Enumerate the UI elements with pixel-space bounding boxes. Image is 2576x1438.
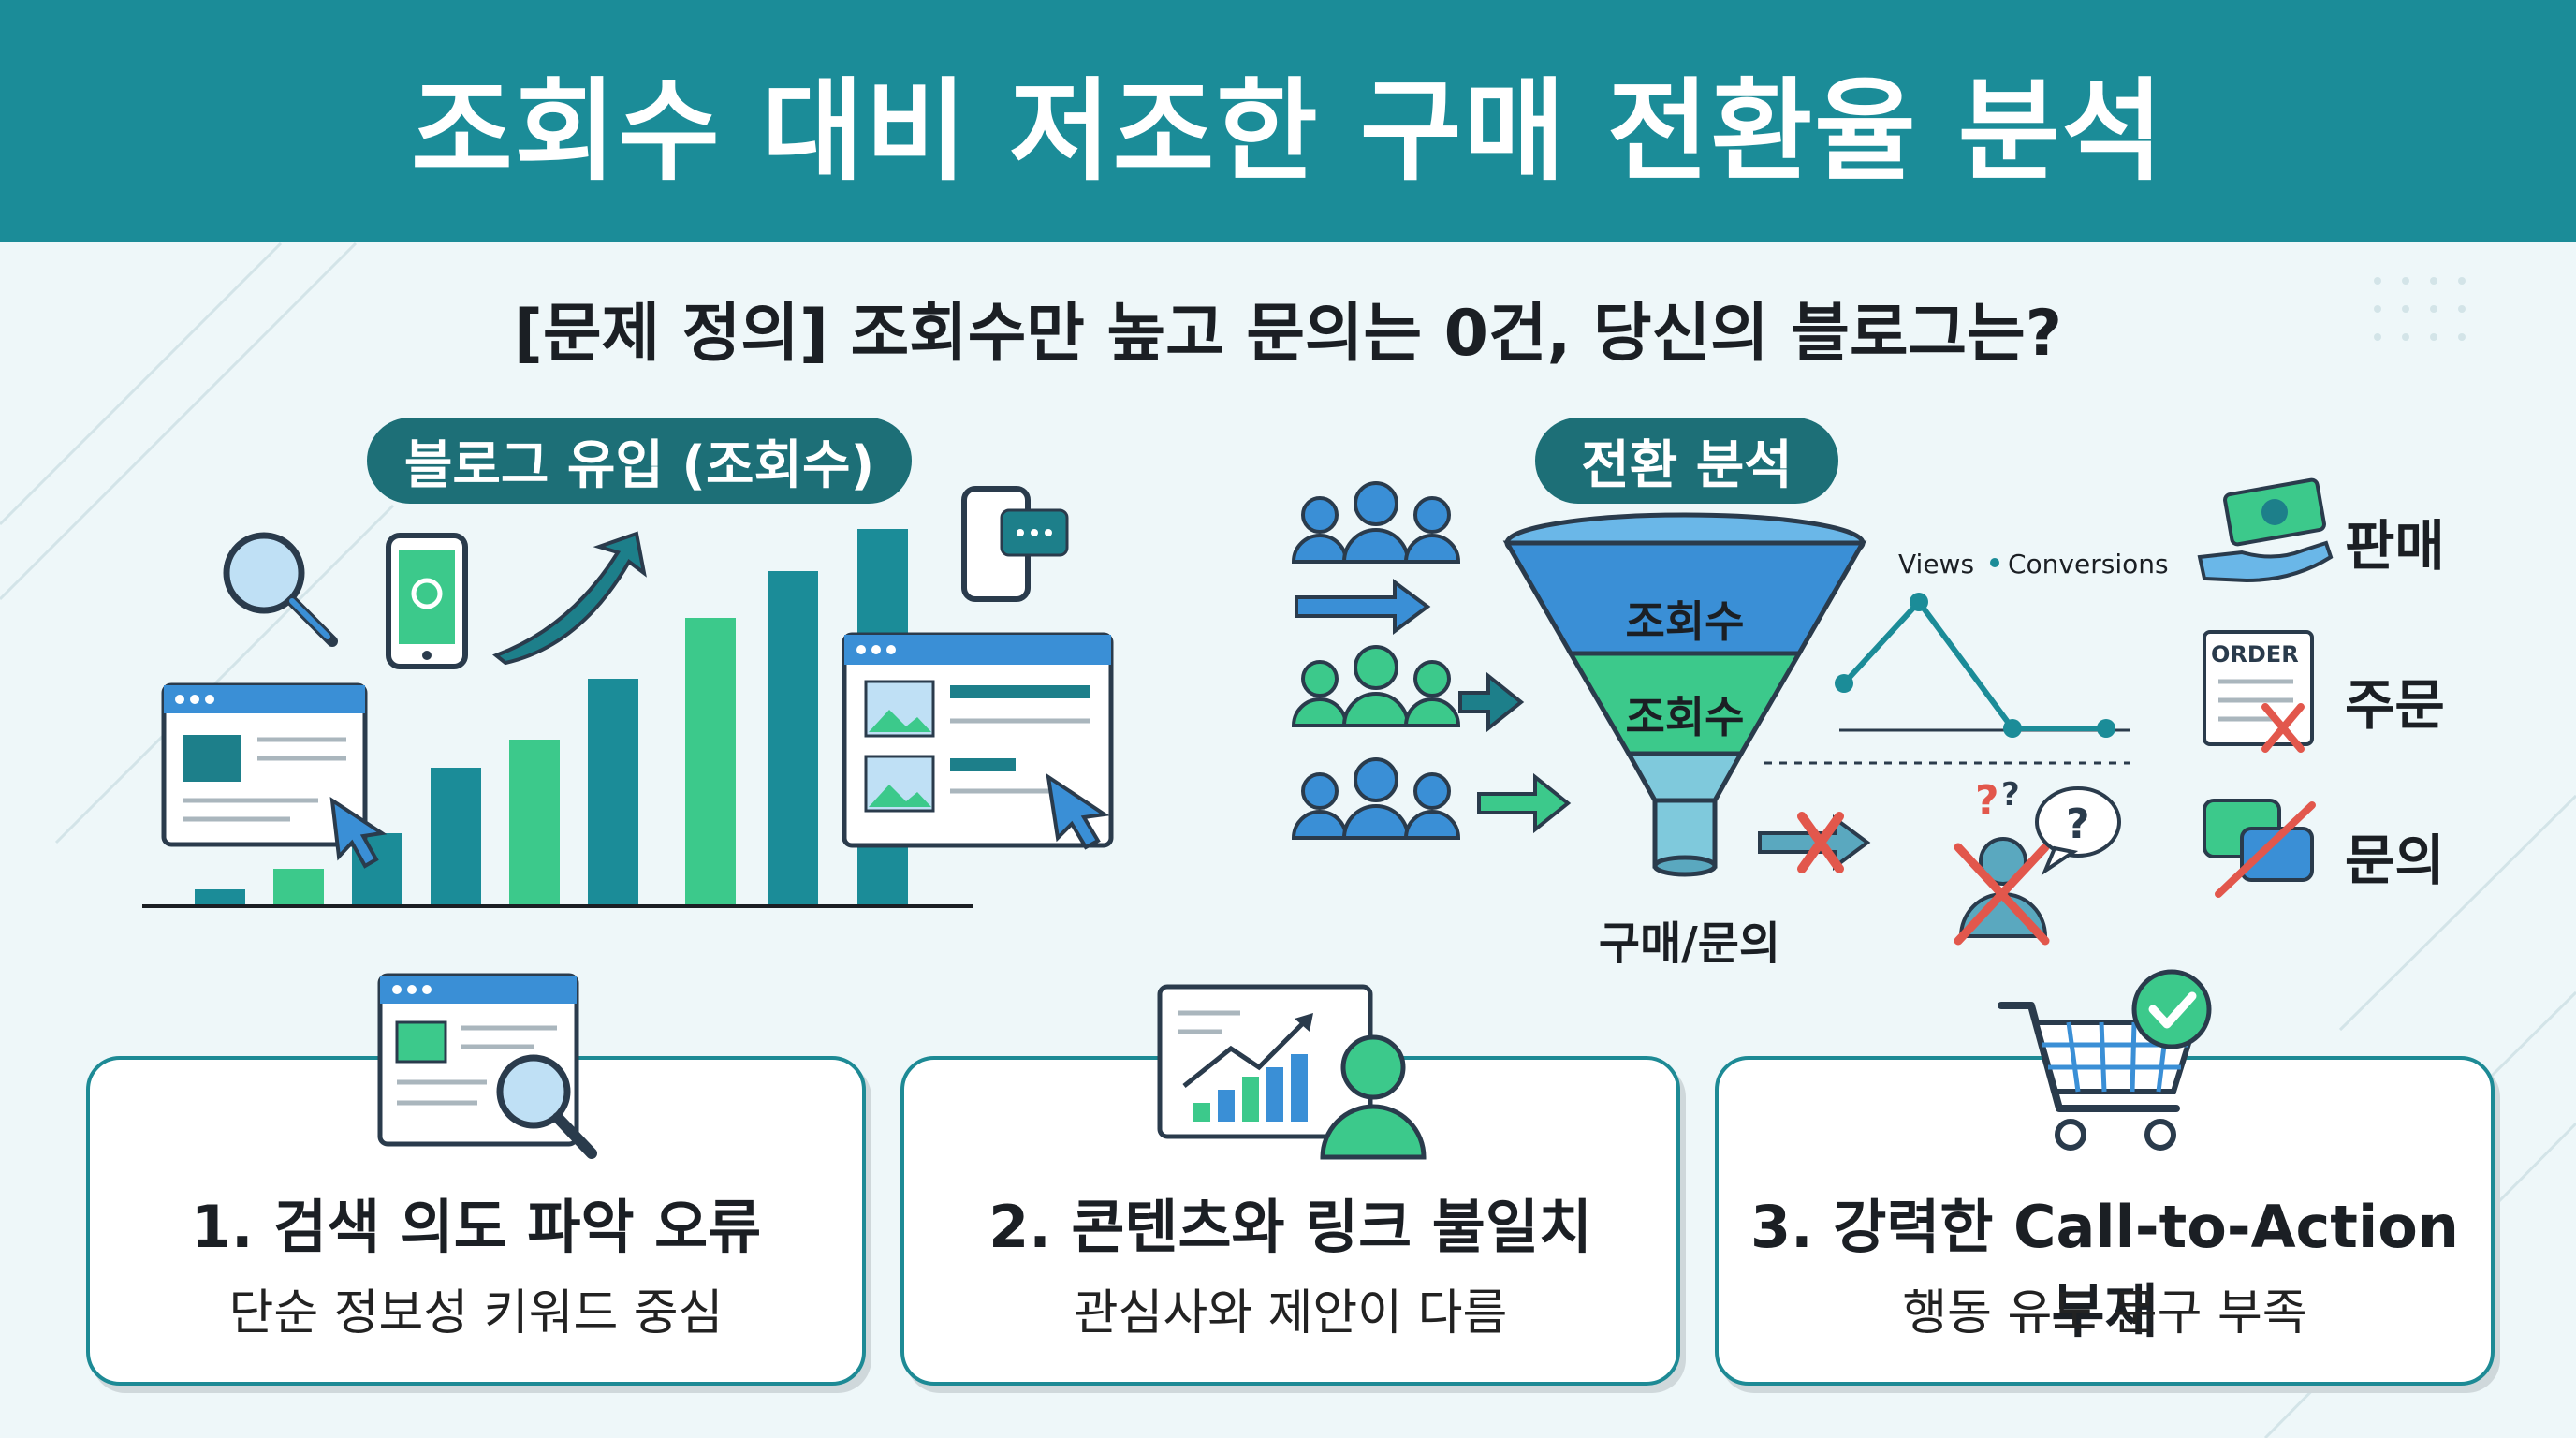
browser-window-icon (161, 682, 368, 847)
search-intent-icon (377, 973, 597, 1159)
traffic-illustration (142, 486, 1114, 908)
people-group-icon (1291, 645, 1461, 727)
funnel-icon (1502, 512, 1867, 877)
arrow-icon (1295, 579, 1431, 635)
header-bar (0, 0, 2576, 242)
phone-search-icon (386, 533, 468, 669)
page-title: 조회수 대비 저조한 구매 전환율 분석 (411, 66, 2165, 196)
cursor-icon (329, 796, 388, 869)
card-title: 2. 콘텐츠와 링크 불일치 (988, 1193, 1592, 1261)
legend-conversions: Conversions (2008, 549, 2169, 580)
analytics-person-icon (1157, 984, 1427, 1160)
card-title: 1. 검색 의도 파악 오류 (190, 1193, 762, 1261)
funnel-top-label: 조회수 (1625, 596, 1745, 647)
mini-line-chart (1764, 558, 2130, 765)
magnifier-icon (223, 532, 338, 647)
magnifier-icon (496, 1054, 597, 1159)
browser-window-icon (842, 632, 1114, 848)
order-tag: ORDER (2211, 641, 2299, 668)
funnel-illustration: ? ? ? (1291, 481, 2130, 946)
order-receipt-icon: ORDER (2203, 630, 2314, 753)
phone-chat-icon (961, 486, 1069, 602)
card-subtitle: 단순 정보성 키워드 중심 (228, 1285, 724, 1342)
card-subtitle: 행동 유도 문구 부족 (1902, 1285, 2307, 1342)
trend-arrow-icon (492, 531, 647, 666)
card-title: 3. 강력한 Call-to-Action 부재 (1750, 1193, 2459, 1345)
svg-text:?: ? (2001, 776, 2020, 814)
funnel-bottom-label: 구매/문의 (1598, 917, 1781, 970)
cursor-icon (1046, 772, 1110, 850)
funnel-mid-label: 조회수 (1625, 692, 1745, 742)
outcome-order: 주문 (2345, 673, 2445, 737)
problem-subtitle: [문제 정의] 조회수만 높고 문의는 0건, 당신의 블로그는? (513, 297, 2063, 371)
check-badge-icon (2131, 969, 2212, 1049)
outcome-icons: ORDER (2197, 477, 2334, 898)
legend-views: Views (1898, 549, 1975, 580)
svg-text:?: ? (1975, 777, 1999, 825)
arrow-icon (1458, 671, 1525, 733)
svg-text:?: ? (2066, 800, 2090, 848)
confused-user-icon: ? ? ? (1954, 776, 2121, 946)
blog-traffic-pill: 블로그 유입 (조회수) (367, 418, 912, 504)
arrow-icon (1477, 772, 1572, 834)
outcome-inquiry: 문의 (2345, 829, 2445, 892)
card-subtitle: 관심사와 제안이 다름 (1073, 1285, 1508, 1342)
cross-icon (1797, 812, 1844, 873)
chat-bubbles-icon (2203, 799, 2316, 898)
money-hand-icon (2197, 477, 2334, 583)
people-group-icon (1291, 757, 1461, 840)
shopping-cart-icon (1998, 969, 2212, 1151)
conversion-analysis-pill: 전환 분석 (1535, 418, 1838, 504)
outcome-sale: 판매 (2345, 514, 2445, 578)
people-group-icon (1291, 481, 1461, 564)
